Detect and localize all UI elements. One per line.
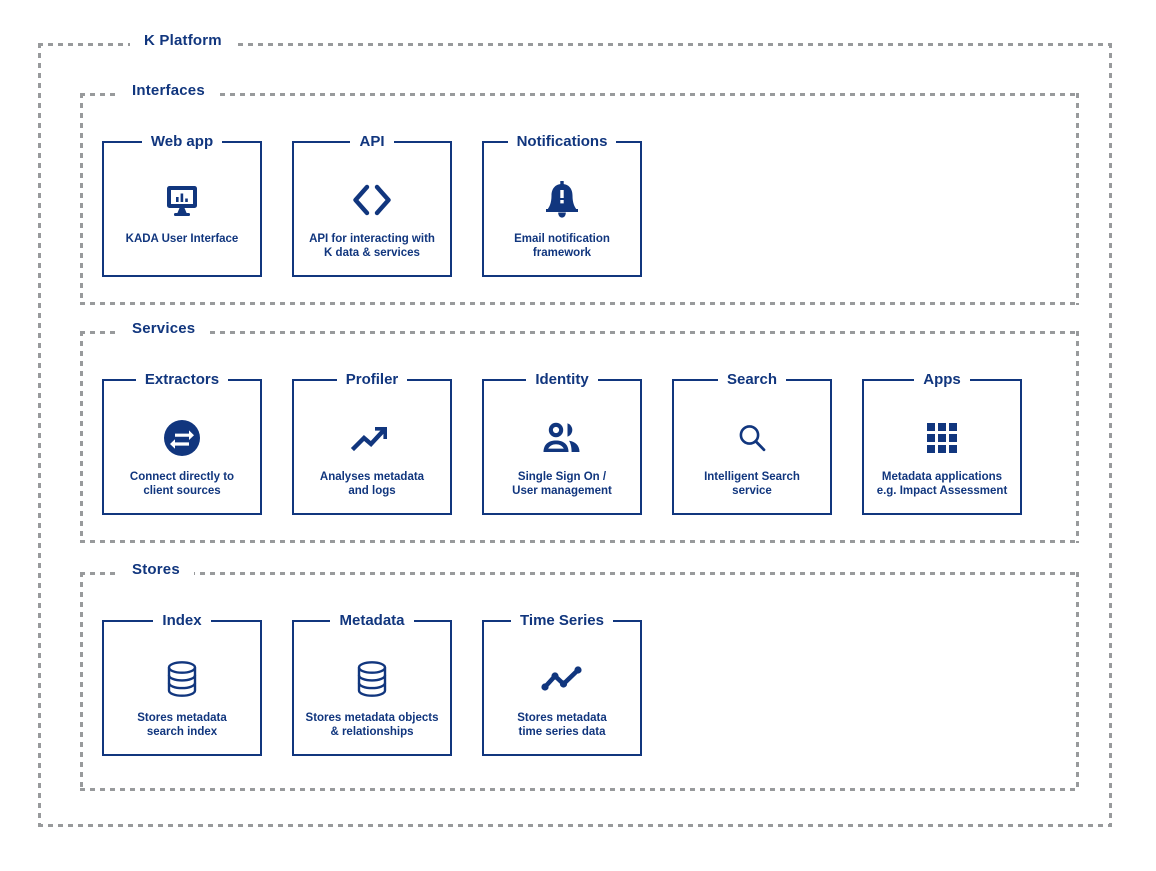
bell-alert-icon xyxy=(544,180,580,220)
card-description: Stores metadata time series data xyxy=(517,712,607,738)
card-time-series[interactable]: Time Series Stores metadata time series … xyxy=(482,612,642,756)
database-cylinder-icon xyxy=(355,659,389,699)
services-card-row: Extractors Connect directly to client so… xyxy=(102,371,1022,515)
card-title: Extractors xyxy=(135,371,229,388)
card-description: KADA User Interface xyxy=(125,233,239,245)
card-description: Intelligent Search service xyxy=(704,471,800,497)
card-identity[interactable]: Identity Single Sign On / User managemen… xyxy=(482,371,642,515)
card-description: Stores metadata search index xyxy=(137,712,227,738)
card-web-app[interactable]: Web app KADA User Interface xyxy=(102,133,262,277)
card-title: Web app xyxy=(141,133,223,150)
card-title: API xyxy=(350,133,394,150)
card-description: Email notification framework xyxy=(514,233,610,259)
card-index[interactable]: Index Stores metadata search index xyxy=(102,612,262,756)
monitor-chart-icon xyxy=(162,180,202,220)
card-description: Single Sign On / User management xyxy=(512,471,612,497)
services-title: Services xyxy=(118,320,210,337)
card-metadata[interactable]: Metadata Stores metadata objects & relat… xyxy=(292,612,452,756)
group-stores: Stores Index Stores metadata search inde… xyxy=(80,561,1079,791)
stores-title: Stores xyxy=(118,561,194,578)
card-title: Time Series xyxy=(511,612,613,629)
card-description: API for interacting with K data & servic… xyxy=(309,233,435,259)
card-apps[interactable]: Apps Metadata applications e.g. Impact A… xyxy=(862,371,1022,515)
database-cylinder-icon xyxy=(165,659,199,699)
users-icon xyxy=(540,418,584,458)
card-title: Apps xyxy=(914,371,970,388)
grid-apps-icon xyxy=(925,418,959,458)
card-title: Search xyxy=(717,371,787,388)
card-extractors[interactable]: Extractors Connect directly to client so… xyxy=(102,371,262,515)
trend-arrow-up-icon xyxy=(351,418,393,458)
card-profiler[interactable]: Profiler Analyses metadata and logs xyxy=(292,371,452,515)
card-title: Profiler xyxy=(336,371,408,388)
card-description: Analyses metadata and logs xyxy=(319,471,425,497)
interfaces-title: Interfaces xyxy=(118,82,219,99)
bidirectional-arrow-circle-icon xyxy=(163,418,201,458)
card-title: Identity xyxy=(526,371,598,388)
card-description: Connect directly to client sources xyxy=(129,471,235,497)
card-title: Metadata xyxy=(330,612,414,629)
card-title: Notifications xyxy=(507,133,617,150)
card-description: Metadata applications e.g. Impact Assess… xyxy=(876,471,1008,497)
platform-title: K Platform xyxy=(130,32,236,49)
card-search[interactable]: Search Intelligent Search service xyxy=(672,371,832,515)
line-chart-dots-icon xyxy=(540,659,584,699)
code-brackets-icon xyxy=(349,180,395,220)
card-description: Stores metadata objects & relationships xyxy=(305,712,439,738)
magnifier-icon xyxy=(735,418,769,458)
card-notifications[interactable]: Notifications Email notification framewo… xyxy=(482,133,642,277)
group-services: Services Extractors Connect directly to … xyxy=(80,320,1079,543)
card-api[interactable]: API API for interacting with K data & se… xyxy=(292,133,452,277)
card-title: Index xyxy=(153,612,211,629)
